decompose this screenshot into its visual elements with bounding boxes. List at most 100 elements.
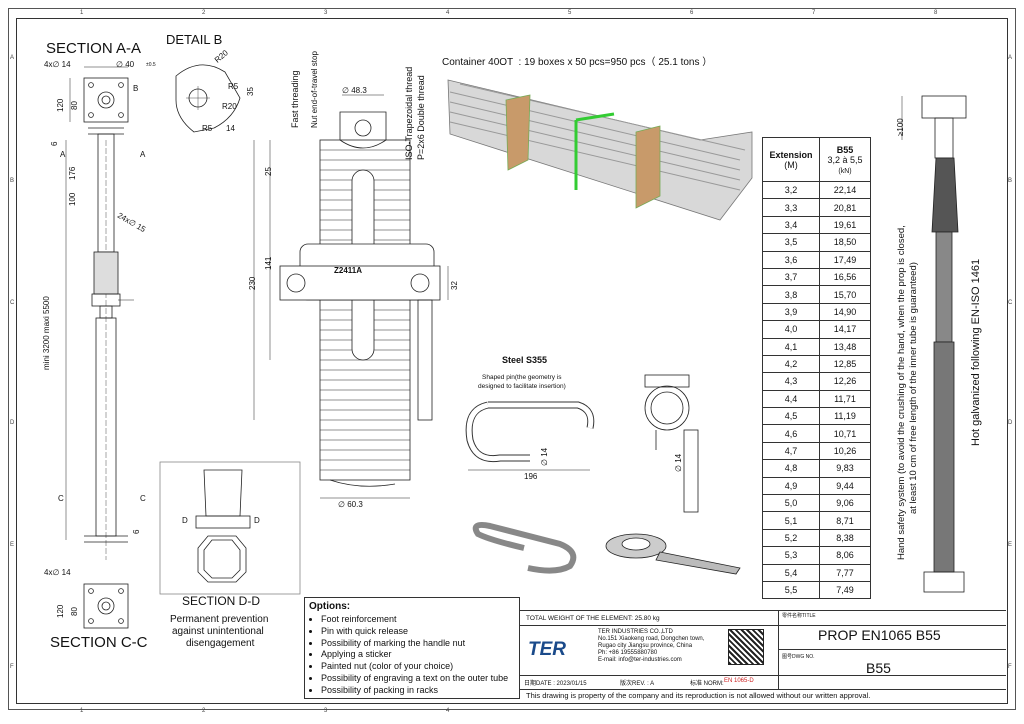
load-cell: 17,49 xyxy=(819,250,871,269)
extension-cell: 3,3 xyxy=(762,198,820,217)
grid-row-e-right: E xyxy=(1008,542,1013,548)
section-dd-caption-2: against unintentional xyxy=(172,626,264,637)
grid-col-2-bottom: 2 xyxy=(202,708,206,714)
extension-cell: 4,5 xyxy=(762,407,820,426)
grid-col-4-bottom: 4 xyxy=(446,708,450,714)
option-item: Foot reinforcement xyxy=(321,614,519,626)
dwg-no-label: 图号DWG NO. xyxy=(782,654,815,660)
drawing-title: PROP EN1065 B55 xyxy=(818,627,941,643)
load-cell: 10,26 xyxy=(819,441,871,461)
detail-b-r20b: R20 xyxy=(222,102,237,111)
option-item: Applying a sticker xyxy=(321,649,519,661)
section-cc-dim-120: 120 xyxy=(56,604,65,618)
option-item: Possibility of engraving a text on the o… xyxy=(321,673,519,685)
nut-code: Z2411A xyxy=(334,266,363,275)
pin-note-2: designed to facilitate insertion) xyxy=(478,383,566,390)
load-cell: 12,26 xyxy=(819,372,871,391)
detail-b-r5b: R5 xyxy=(202,124,213,133)
option-item: Possibility of packing in racks xyxy=(321,685,519,697)
drawing-revision: 版次REV. : A xyxy=(620,681,655,687)
load-cell: 8,06 xyxy=(819,546,871,565)
qr-code-icon xyxy=(728,629,764,665)
prop-label-c-left: C xyxy=(58,494,64,503)
prop-height-range: mini 3200 maxi 5500 xyxy=(42,296,51,370)
section-cc-title: SECTION C-C xyxy=(50,634,148,651)
section-cc-holes-dim: 4x∅ 14 xyxy=(44,568,71,577)
extension-cell: 5,2 xyxy=(762,528,820,548)
extension-cell: 4,8 xyxy=(762,459,820,478)
section-dd-title: SECTION D-D xyxy=(182,594,260,608)
grid-col-3-bottom: 3 xyxy=(324,708,328,714)
prop-dim-100: 100 xyxy=(68,192,77,206)
load-cell: 13,48 xyxy=(819,337,871,356)
load-cell: 22,14 xyxy=(819,180,871,200)
extension-cell: 3,7 xyxy=(762,267,820,287)
outer-frame xyxy=(8,8,1016,710)
section-aa-dim-120: 120 xyxy=(56,98,65,112)
extension-cell: 5,0 xyxy=(762,494,820,513)
nut-dim-32: 32 xyxy=(450,281,459,290)
nut-thread-spec: P=2x6 Double thread xyxy=(416,75,426,160)
prop-dim-6: 6 xyxy=(50,141,59,146)
title-block: TOTAL WEIGHT OF THE ELEMENT: 25.80 kg TE… xyxy=(520,610,1006,703)
extension-cell: 4,7 xyxy=(762,441,820,461)
section-aa-holes-dim: 4x∅ 14 xyxy=(44,60,71,69)
grid-col-6: 6 xyxy=(690,10,694,16)
base-plate-top xyxy=(83,77,129,123)
load-cell: 7,77 xyxy=(819,563,871,582)
nut-end-stop: Nut end-of-travel stop xyxy=(310,51,319,128)
right-dim-100: ≥100 xyxy=(896,118,905,136)
grid-col-3: 3 xyxy=(324,10,328,16)
grid-col-5: 5 xyxy=(568,10,572,16)
grid-col-2: 2 xyxy=(202,10,206,16)
nut-dim-48-3: ∅ 48.3 xyxy=(342,86,367,95)
company-name: TER INDUSTRIES CO.,LTD xyxy=(598,629,673,635)
option-item: Possibility of marking the handle nut xyxy=(321,638,519,650)
prop-dim-176: 176 xyxy=(68,166,77,180)
extension-cell: 3,5 xyxy=(762,233,820,252)
hand-safety-line-2: at least 10 cm of free length of the inn… xyxy=(908,262,919,514)
company-address-2: Rugao city Jiangsu province, China xyxy=(598,643,693,649)
pin-dim-196: 196 xyxy=(524,472,538,481)
drawing-number: B55 xyxy=(866,660,891,676)
section-cc-dim-80: 80 xyxy=(70,607,79,616)
section-dd-caption-1: Permanent prevention xyxy=(170,614,269,625)
extension-cell: 4,1 xyxy=(762,337,820,356)
extension-cell: 3,2 xyxy=(762,180,820,200)
extension-cell: 4,3 xyxy=(762,372,820,391)
norm-value: EN 1065-D xyxy=(724,678,754,684)
prop-label-a-right: A xyxy=(140,150,146,159)
grid-col-4: 4 xyxy=(446,10,450,16)
total-weight: TOTAL WEIGHT OF THE ELEMENT: 25.80 kg xyxy=(526,615,660,622)
load-cell: 9,83 xyxy=(819,459,871,478)
options-title: Options: xyxy=(309,601,351,612)
extension-cell: 4,0 xyxy=(762,320,820,339)
grid-col-1: 1 xyxy=(80,10,84,16)
load-cell: 12,85 xyxy=(819,354,871,374)
load-cell: 7,49 xyxy=(819,580,871,600)
extension-cell: 5,3 xyxy=(762,546,820,565)
nut-side-dim-14: ∅ 14 xyxy=(674,453,683,472)
nut-iso-thread: ISO-Trapezoidal thread xyxy=(404,66,414,160)
grid-row-f-right: F xyxy=(1008,664,1012,670)
load-cell: 18,50 xyxy=(819,233,871,252)
